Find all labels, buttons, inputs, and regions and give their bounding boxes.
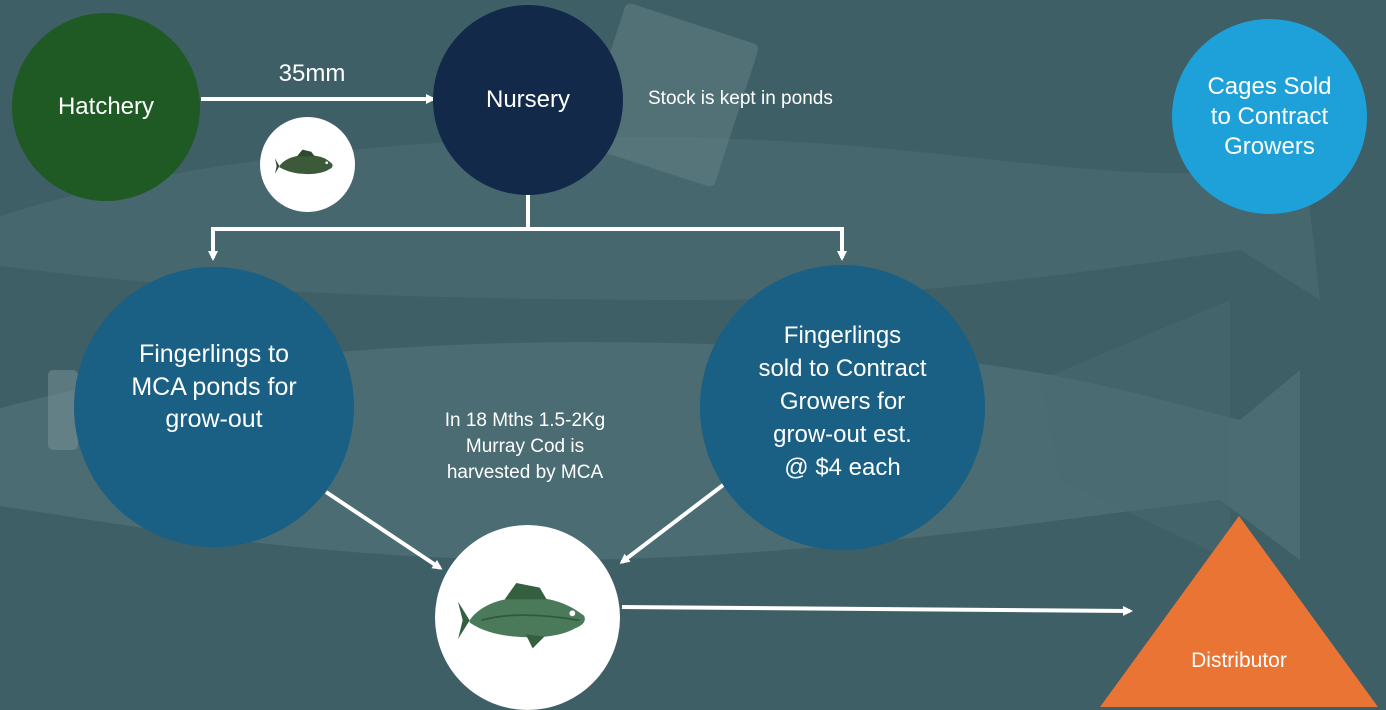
fingerlings-contract-label: Fingerlings sold to Contract Growers for… — [758, 320, 926, 484]
fish-icon-large — [454, 583, 602, 653]
harvest-note: In 18 Mths 1.5-2Kg Murray Cod is harvest… — [405, 408, 645, 486]
cages-label: Cages Sold to Contract Growers — [1207, 72, 1331, 162]
small-fish-bubble — [260, 117, 355, 212]
nursery-label: Nursery — [486, 86, 570, 114]
fish-icon-small — [275, 145, 341, 185]
cages-node: Cages Sold to Contract Growers — [1172, 19, 1367, 214]
distributor-node: Distributor — [1100, 516, 1378, 707]
ponds-note: Stock is kept in ponds — [648, 88, 888, 110]
hatchery-label: Hatchery — [58, 93, 154, 121]
fingerlings-mca-label: Fingerlings to MCA ponds for grow-out — [131, 338, 296, 436]
distributor-triangle-shape — [1100, 516, 1378, 707]
fingerlings-mca-node: Fingerlings to MCA ponds for grow-out — [74, 267, 354, 547]
fingerlings-contract-node: Fingerlings sold to Contract Growers for… — [700, 265, 985, 550]
hatchery-node: Hatchery — [12, 13, 200, 201]
distributor-label: Distributor — [1191, 649, 1287, 672]
harvest-fish-bubble — [435, 525, 620, 710]
nursery-node: Nursery — [433, 5, 623, 195]
size-label: 35mm — [262, 60, 362, 88]
